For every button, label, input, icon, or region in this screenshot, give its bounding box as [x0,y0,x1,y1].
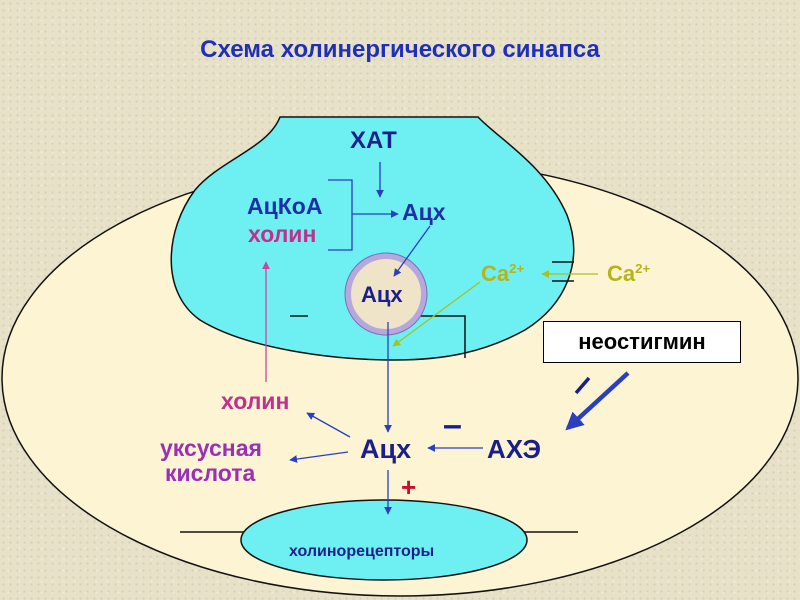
diagram-title: Схема холинергического синапса [200,36,600,63]
label-receptors: холинорецепторы [289,543,435,560]
label-ach-top: Ацх [402,199,446,225]
bracket [328,179,353,251]
label-choline-top: холин [248,221,317,247]
label-ca-inside: Ca2+ [481,260,525,286]
label-choline-bottom: холин [221,388,290,414]
arrow-ach-to-vesicle [393,225,431,277]
label-ca-outside: Ca2+ [607,260,651,286]
arrow-ach-to-acid [289,451,349,463]
minus-neostigmine [574,376,591,395]
label-acetyl-coa: АцКоА [247,193,323,219]
label-xat: ХАТ [350,127,397,154]
presynaptic-terminal [170,116,575,361]
label-ach-vesicle: Ацх [361,282,403,307]
vesicle [345,253,427,335]
label-ach-cleft: Ацх [360,434,412,464]
arrow-ca-to-release [392,281,481,347]
label-acetic-acid-line2: кислота [165,460,256,486]
neostigmine-box: неостигмин [543,321,741,363]
minus-ache-sign: – [443,406,462,444]
label-acetic-acid-line1: уксусная [160,435,262,461]
vesicle-outline [344,252,428,336]
label-ache: АХЭ [487,434,541,464]
arrow-ach-to-choline [306,412,351,438]
plus-receptor-sign: + [401,472,417,502]
ca-outside-charge: 2+ [635,261,651,276]
ca-inside-charge: 2+ [509,261,525,276]
arrow-neostigmine-to-ache [565,371,630,431]
cholinoreceptors [240,499,528,581]
